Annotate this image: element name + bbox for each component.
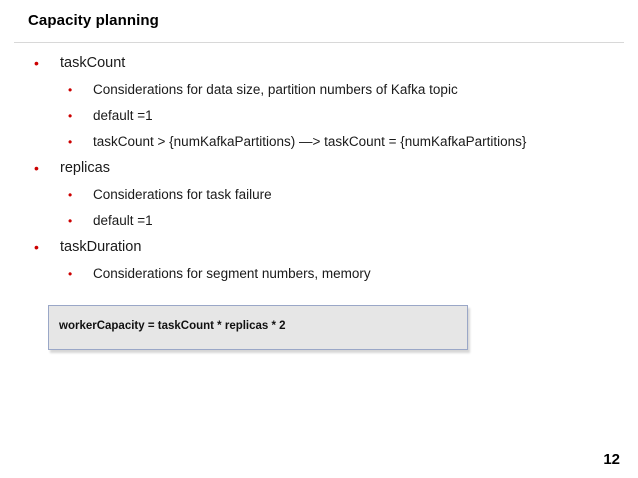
list-item: • taskCount • Considerations for data si… [28, 50, 628, 155]
bullet-icon: • [68, 267, 73, 281]
outline-sublist: • Considerations for data size, partitio… [60, 77, 628, 155]
list-item: • default =1 [60, 208, 628, 234]
outline-sublist: • Considerations for segment numbers, me… [60, 261, 628, 287]
list-item: • Considerations for data size, partitio… [60, 77, 628, 103]
bullet-icon: • [68, 188, 73, 202]
list-item: • default =1 [60, 103, 628, 129]
list-item: • Considerations for task failure [60, 182, 628, 208]
bullet-icon: • [34, 160, 39, 176]
bullet-icon: • [68, 135, 73, 149]
formula-callout-box: workerCapacity = taskCount * replicas * … [48, 305, 468, 350]
formula-text: workerCapacity = taskCount * replicas * … [59, 320, 286, 332]
bullet-icon: • [34, 55, 39, 71]
list-item: • taskCount > {numKafkaPartitions) —> ta… [60, 129, 628, 155]
bullet-icon: • [68, 109, 73, 123]
list-item-label: default =1 [93, 108, 153, 123]
bullet-icon: • [68, 83, 73, 97]
list-item: • taskDuration • Considerations for segm… [28, 234, 628, 287]
outline-sublist: • Considerations for task failure • defa… [60, 182, 628, 234]
list-item-label: Considerations for segment numbers, memo… [93, 266, 371, 281]
slide-content: • taskCount • Considerations for data si… [28, 50, 628, 287]
list-item: • replicas • Considerations for task fai… [28, 155, 628, 234]
outline-list: • taskCount • Considerations for data si… [28, 50, 628, 287]
page-number: 12 [603, 451, 620, 468]
list-item-label: taskDuration [60, 239, 142, 255]
page-title: Capacity planning [28, 12, 159, 29]
list-item-label: taskCount [60, 55, 126, 71]
list-item-label: taskCount > {numKafkaPartitions) —> task… [93, 134, 527, 149]
list-item-label: Considerations for task failure [93, 187, 272, 202]
list-item: • Considerations for segment numbers, me… [60, 261, 628, 287]
bullet-icon: • [68, 214, 73, 228]
list-item-label: replicas [60, 160, 110, 176]
list-item-label: Considerations for data size, partition … [93, 82, 458, 97]
bullet-icon: • [34, 239, 39, 255]
title-divider [14, 42, 624, 43]
list-item-label: default =1 [93, 213, 153, 228]
